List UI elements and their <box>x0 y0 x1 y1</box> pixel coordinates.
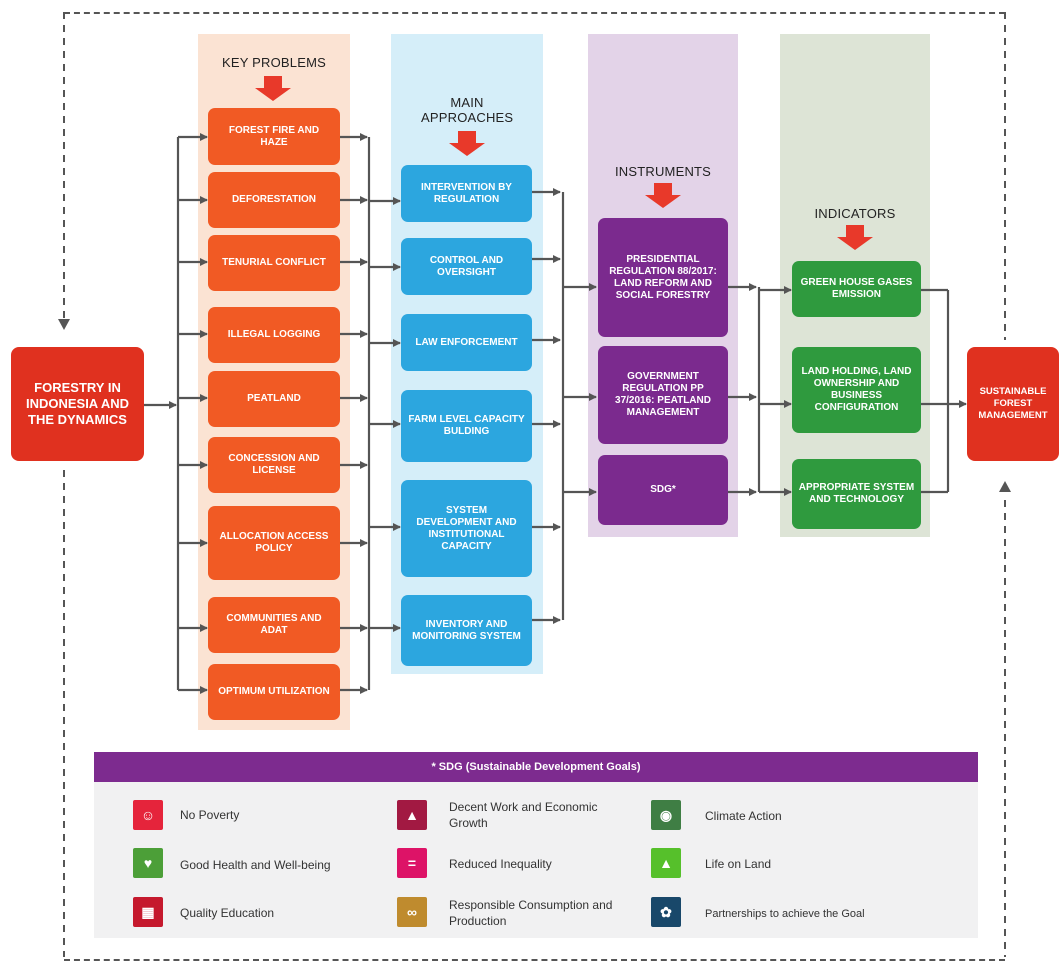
down-arrow-icon <box>255 76 291 101</box>
sdg-goal-label: Reduced Inequality <box>449 857 552 871</box>
down-arrow-icon <box>645 183 681 208</box>
instrument-item: SDG* <box>598 455 728 525</box>
instrument-item: GOVERNMENT REGULATION PP 37/2016: PEATLA… <box>598 346 728 444</box>
problem-item: TENURIAL CONFLICT <box>208 235 340 291</box>
problems-header: KEY PROBLEMS <box>221 55 327 70</box>
approaches-header: MAIN APPROACHES <box>421 95 514 125</box>
sdg-goal-label: No Poverty <box>180 808 240 822</box>
partnership-icon: ✿ <box>651 897 681 927</box>
indicator-item: APPROPRIATE SYSTEM AND TECHNOLOGY <box>792 459 921 529</box>
sdg-legend-title: * SDG (Sustainable Development Goals) <box>94 752 978 782</box>
indicators-header: INDICATORS <box>814 206 896 221</box>
target-box: SUSTAINABLE FOREST MANAGEMENT <box>967 347 1059 461</box>
sdg-goal-label: Good Health and Well-being <box>180 858 331 872</box>
problem-item: OPTIMUM UTILIZATION <box>208 664 340 720</box>
problem-item: PEATLAND <box>208 371 340 427</box>
instrument-item: PRESIDENTIAL REGULATION 88/2017: LAND RE… <box>598 218 728 337</box>
sdg-goal-label: Decent Work and Economic Growth <box>449 800 598 830</box>
approach-item: SYSTEM DEVELOPMENT AND INSTITUTIONAL CAP… <box>401 480 532 577</box>
source-box: FORESTRY IN INDONESIA AND THE DYNAMICS <box>11 347 144 461</box>
instruments-header: INSTRUMENTS <box>614 164 712 179</box>
problem-item: CONCESSION AND LICENSE <box>208 437 340 493</box>
equality-icon: = <box>397 848 427 878</box>
infinity-icon: ∞ <box>397 897 427 927</box>
down-arrow-icon <box>837 225 873 250</box>
family-icon: ☺ <box>133 800 163 830</box>
sdg-goal-label: Quality Education <box>180 906 275 920</box>
heartbeat-icon: ♥ <box>133 848 163 878</box>
approach-item: FARM LEVEL CAPACITY BULDING <box>401 390 532 462</box>
down-arrow-icon <box>449 131 485 156</box>
book-icon: ▦ <box>133 897 163 927</box>
problem-item: COMMUNITIES AND ADAT <box>208 597 340 653</box>
sdg-goal-label: Partnerships to achieve the Goal <box>705 908 865 920</box>
approach-item: LAW ENFORCEMENT <box>401 314 532 371</box>
indicator-item: GREEN HOUSE GASES EMISSION <box>792 261 921 317</box>
sdg-goal-label: Responsible Consumption and Production <box>449 898 613 928</box>
approach-item: INVENTORY AND MONITORING SYSTEM <box>401 595 532 666</box>
approach-item: INTERVENTION BY REGULATION <box>401 165 532 222</box>
sdg-goal-label: Life on Land <box>705 857 772 871</box>
dashed-frame <box>64 12 1005 961</box>
sdg-legend-panel <box>94 752 978 938</box>
indicator-item: LAND HOLDING, LAND OWNERSHIP AND BUSINES… <box>792 347 921 433</box>
approach-item: CONTROL AND OVERSIGHT <box>401 238 532 295</box>
problem-item: DEFORESTATION <box>208 172 340 228</box>
eye-earth-icon: ◉ <box>651 800 681 830</box>
tree-icon: ▲ <box>651 848 681 878</box>
growth-chart-icon: ▲ <box>397 800 427 830</box>
problem-item: ALLOCATION ACCESS POLICY <box>208 506 340 580</box>
problem-item: ILLEGAL LOGGING <box>208 307 340 363</box>
sdg-goal-label: Climate Action <box>705 809 782 823</box>
problem-item: FOREST FIRE AND HAZE <box>208 108 340 165</box>
